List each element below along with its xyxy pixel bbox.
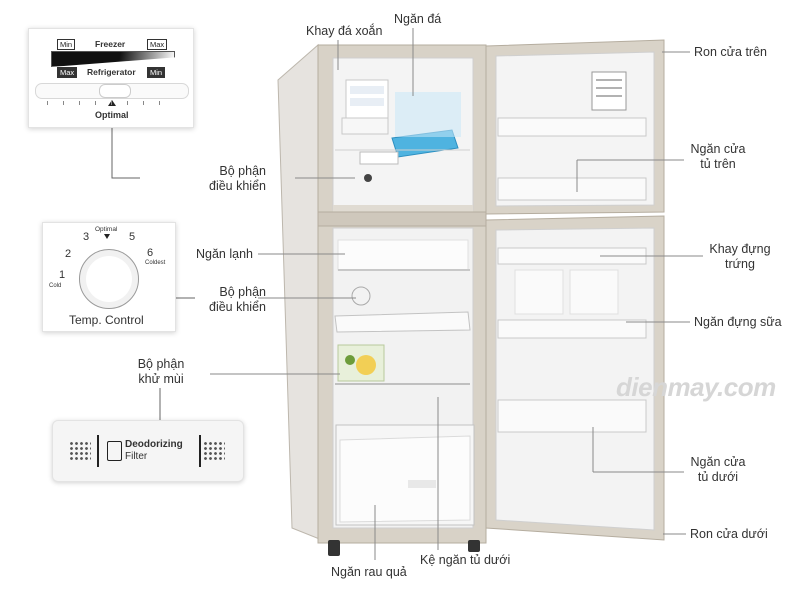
min-left-label: Min bbox=[57, 39, 76, 50]
label-ngan-lanh: Ngăn lạnh bbox=[196, 247, 253, 261]
label-ron-cua-tren: Ron cửa trên bbox=[694, 45, 767, 59]
dial-number-2: 2 bbox=[65, 248, 72, 260]
filter-line2: Filter bbox=[125, 451, 148, 462]
label-ngan-cua-tu-tren-line1: Ngăn cửa bbox=[690, 142, 746, 156]
control-tick-marks bbox=[47, 101, 175, 105]
label-ngan-cua-tu-duoi: Ngăn cửa tủ dưới bbox=[684, 455, 752, 485]
label-bo-phan-dieu-khien-2-line1: Bộ phận bbox=[219, 285, 266, 299]
label-ngan-cua-tu-tren: Ngăn cửa tủ trên bbox=[684, 142, 752, 172]
temp-dial-inset: Optimal 3 5 2 6 1 Cold Coldest Temp. Con… bbox=[42, 222, 176, 332]
label-bo-phan-khu-mui: Bộ phận khử mùi bbox=[130, 357, 192, 387]
dial-cold-label: Cold bbox=[49, 283, 62, 289]
label-ngan-rau-qua: Ngăn rau quả bbox=[331, 565, 407, 579]
control-panel-inset: Min Freezer Max Max Refrigerator Min Opt… bbox=[28, 28, 194, 128]
optimal-label: Optimal bbox=[95, 110, 129, 120]
filter-symbol-icon bbox=[107, 441, 122, 461]
label-bo-phan-dieu-khien-1-line2: điều khiển bbox=[209, 179, 266, 193]
label-khay-dung-trung-line1: Khay đựng bbox=[709, 242, 771, 256]
label-bo-phan-dieu-khien-1-line1: Bộ phận bbox=[219, 164, 266, 178]
label-bo-phan-khu-mui-line2: khử mùi bbox=[138, 372, 184, 386]
dial-optimal-marker-icon bbox=[104, 234, 110, 239]
label-bo-phan-dieu-khien-2-line2: điều khiển bbox=[209, 300, 266, 314]
label-ke-ngan-tu-duoi: Kệ ngăn tủ dưới bbox=[420, 553, 511, 567]
filter-vent-right-icon bbox=[203, 441, 225, 461]
label-bo-phan-dieu-khien-1: Bộ phận điều khiển bbox=[196, 164, 266, 194]
label-ngan-cua-tu-tren-line2: tủ trên bbox=[700, 157, 736, 171]
max-left-label: Max bbox=[57, 67, 78, 78]
dial-number-3: 3 bbox=[83, 231, 90, 243]
filter-vent-left-icon bbox=[69, 441, 91, 461]
temp-control-knob bbox=[79, 249, 139, 309]
deodorizing-filter-inset: Deodorizing Filter bbox=[52, 420, 244, 482]
label-ngan-da: Ngăn đá bbox=[394, 12, 442, 26]
dial-coldest-label: Coldest bbox=[145, 260, 166, 266]
freezer-label: Freezer bbox=[95, 39, 126, 49]
temp-control-title: Temp. Control bbox=[69, 313, 144, 327]
control-gauge-bar bbox=[51, 51, 175, 67]
label-khay-da-xoan: Khay đá xoắn bbox=[306, 24, 383, 38]
dial-optimal-label: Optimal bbox=[95, 226, 118, 233]
label-bo-phan-dieu-khien-2: Bộ phận điều khiển bbox=[196, 285, 266, 315]
label-ron-cua-duoi: Ron cửa dưới bbox=[690, 527, 768, 541]
filter-line1: Deodorizing bbox=[125, 439, 183, 450]
filter-bracket bbox=[97, 435, 201, 467]
watermark: dienmay.com bbox=[616, 372, 776, 402]
dial-number-6: 6 bbox=[147, 247, 154, 259]
dial-number-1: 1 bbox=[59, 269, 66, 281]
label-ngan-cua-tu-duoi-line2: tủ dưới bbox=[697, 470, 739, 484]
label-khay-dung-trung-line2: trứng bbox=[725, 257, 755, 271]
control-slider-handle bbox=[99, 84, 131, 98]
label-khay-dung-trung: Khay đựng trứng bbox=[704, 242, 776, 272]
label-ngan-cua-tu-duoi-line1: Ngăn cửa bbox=[690, 455, 746, 469]
max-right-label: Max bbox=[147, 39, 168, 50]
refrigerator-label: Refrigerator bbox=[87, 67, 136, 77]
label-ngan-dung-sua: Ngăn đựng sữa bbox=[694, 315, 782, 329]
min-right-label: Min bbox=[147, 67, 166, 78]
dial-number-5: 5 bbox=[129, 231, 136, 243]
label-bo-phan-khu-mui-line1: Bộ phận bbox=[137, 357, 185, 371]
